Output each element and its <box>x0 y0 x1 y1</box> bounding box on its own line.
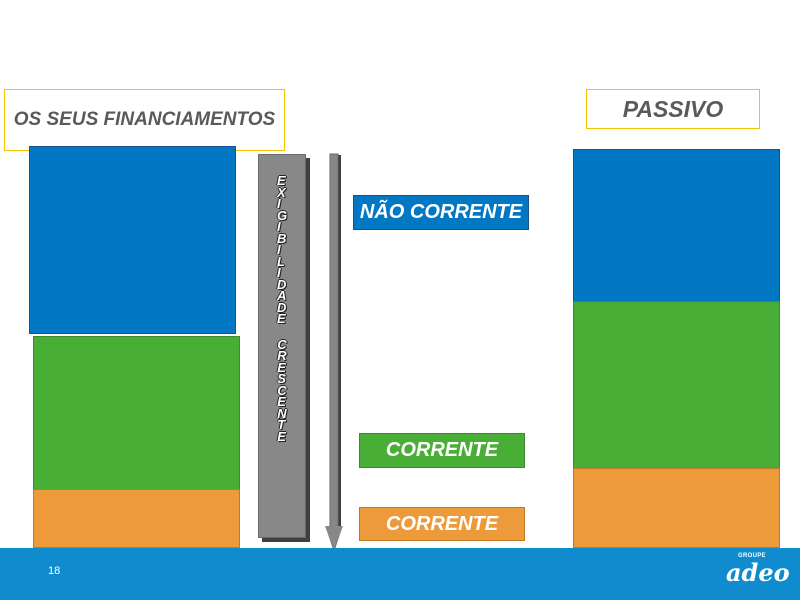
axis-letter: E <box>276 311 286 326</box>
left-green-block <box>33 336 240 491</box>
right-orange-block <box>573 468 780 548</box>
left-column-title: OS SEUS FINANCIAMENTOS <box>4 89 285 151</box>
axis-letter: S <box>277 371 286 386</box>
axis-letter: G <box>276 207 288 223</box>
label-corrente-green: CORRENTE <box>359 433 525 468</box>
label-corrente-orange: CORRENTE <box>359 507 525 541</box>
axis-letter: B <box>276 230 287 246</box>
down-arrow-icon <box>325 153 343 552</box>
footer-bar <box>0 548 800 600</box>
axis-letter: E <box>276 173 286 188</box>
axis-letter: I <box>276 196 281 211</box>
axis-letter: I <box>276 265 281 280</box>
axis-letter: E <box>277 359 286 375</box>
right-column-title: PASSIVO <box>586 89 760 129</box>
label-nao-corrente: NÃO CORRENTE <box>353 195 529 230</box>
axis-letter: D <box>276 299 287 315</box>
right-green-block <box>573 301 780 470</box>
adeo-logo: GROUPE adeo <box>716 552 790 594</box>
axis-letter: D <box>276 276 287 292</box>
axis-letter: E <box>277 428 286 444</box>
axis-letter: L <box>276 253 285 269</box>
logo-top-text: GROUPE <box>738 553 766 559</box>
axis-letter: I <box>276 242 281 257</box>
axis-letter: E <box>277 394 286 409</box>
left-orange-block <box>33 489 240 548</box>
axis-letter: I <box>276 219 281 234</box>
axis-letter: R <box>277 348 287 363</box>
axis-letter: C <box>277 336 287 352</box>
page-number: 18 <box>48 565 61 577</box>
axis-letter: C <box>277 382 287 398</box>
axis-letter: X <box>276 184 286 200</box>
right-blue-block <box>573 149 780 302</box>
axis-letter: T <box>277 417 286 432</box>
axis-letter: N <box>277 405 287 421</box>
left-blue-block <box>29 146 236 334</box>
axis-letter: A <box>276 288 287 303</box>
logo-main-text: adeo <box>726 558 790 587</box>
